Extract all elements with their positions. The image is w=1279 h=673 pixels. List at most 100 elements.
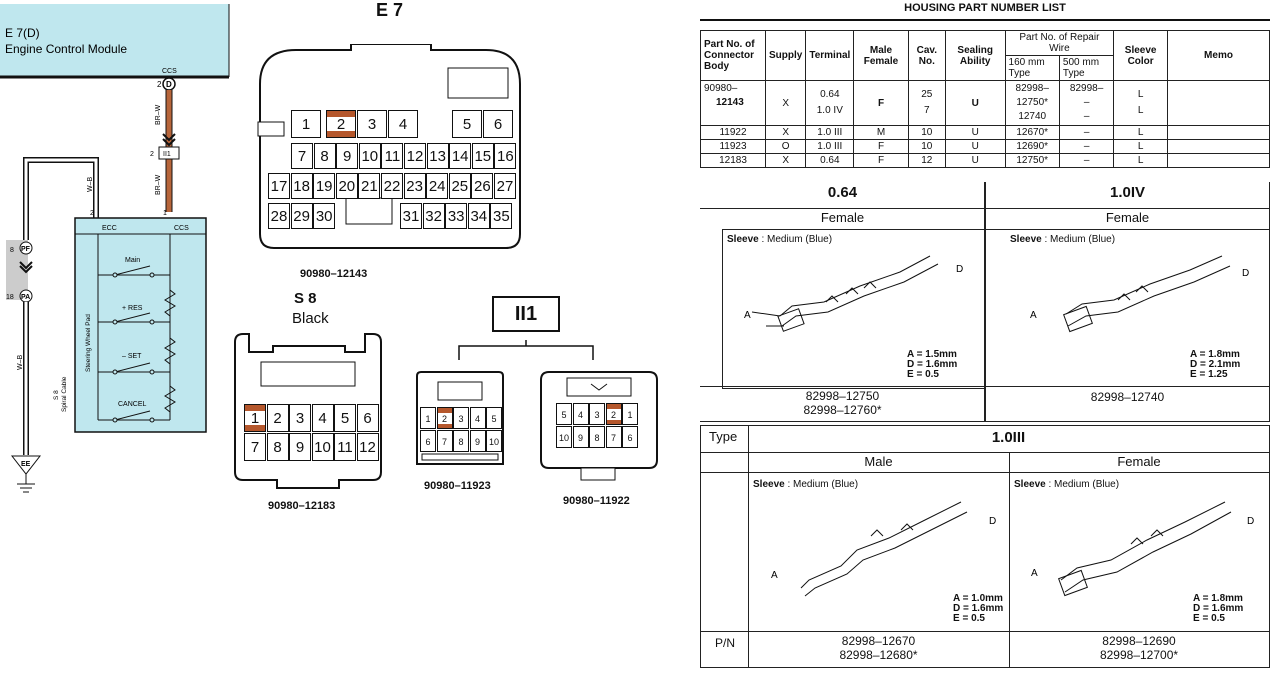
svg-text:D: D	[956, 264, 963, 275]
connector-pin: 4	[469, 407, 486, 429]
connector-pin: 9	[469, 430, 486, 452]
svg-text:18: 18	[6, 294, 14, 301]
connector-pin: 2	[436, 407, 453, 429]
connector-pin: 2	[326, 110, 356, 138]
connector-pin: 23	[403, 173, 426, 199]
connector-pin: 10	[311, 433, 334, 461]
svg-text:Spiral Cable: Spiral Cable	[61, 376, 68, 412]
e7-title: E 7	[376, 0, 404, 20]
svg-text:ECC: ECC	[102, 225, 117, 232]
connector-pin: 17	[268, 173, 290, 199]
connector-pin: 27	[494, 173, 516, 199]
connector-pin: 26	[471, 173, 494, 199]
terminal-10iii-female-drawing: A D	[1031, 501, 1254, 597]
svg-text:D: D	[166, 80, 172, 89]
connector-pin: 4	[388, 110, 418, 138]
ecm-box	[0, 4, 229, 77]
connector-pin: 14	[449, 143, 472, 169]
ii1-right-part-number: 90980–11922	[563, 495, 630, 507]
connector-pin: 5	[452, 110, 482, 138]
connector-pin: 4	[572, 403, 589, 425]
connector-pin: 35	[490, 203, 513, 229]
connector-pin: 13	[426, 143, 449, 169]
connector-pin: 9	[336, 143, 359, 169]
ii1-left-part-number: 90980–11923	[424, 480, 491, 492]
svg-text:W–B: W–B	[87, 177, 94, 193]
spiral-cable-marker	[6, 240, 28, 300]
connector-pin: 1	[420, 407, 436, 429]
connector-pin: 11	[381, 143, 404, 169]
steering-pad-box	[74, 217, 207, 433]
ii1-connector	[158, 146, 180, 160]
connector-pin: 19	[313, 173, 336, 199]
connector-pin: 30	[313, 203, 336, 229]
svg-text:CANCEL: CANCEL	[118, 401, 147, 408]
connector-pin: 5	[556, 403, 572, 425]
svg-text:Steering Wheel Pad: Steering Wheel Pad	[85, 314, 92, 372]
connector-pin: 8	[453, 430, 469, 452]
svg-text:W–B: W–B	[17, 355, 24, 371]
connector-pin: 12	[356, 433, 379, 461]
terminal-10iv-panel: 1.0IV Female Sleeve : Medium (Blue) A D …	[985, 182, 1270, 422]
connector-pin: 8	[589, 426, 605, 448]
svg-text:D: D	[1247, 516, 1254, 527]
svg-text:S 8: S 8	[53, 390, 60, 400]
svg-text:Main: Main	[125, 257, 140, 264]
svg-text:BR–W: BR–W	[155, 174, 162, 195]
connector-pin: 24	[426, 173, 449, 199]
svg-text:A: A	[1030, 310, 1037, 321]
connector-pin: 7	[291, 143, 313, 169]
connector-pin: 2	[266, 404, 289, 432]
connector-pin: 34	[467, 203, 490, 229]
connector-pin: 11	[334, 433, 356, 461]
s8-part-number: 90980–12183	[268, 500, 336, 512]
connector-pin: 16	[494, 143, 517, 169]
connector-pin: 4	[311, 404, 334, 432]
connector-pin: 8	[313, 143, 336, 169]
s8-color: Black	[292, 310, 329, 327]
ii1-title: II1	[492, 296, 560, 332]
svg-text:A: A	[1031, 568, 1038, 579]
svg-text:– SET: – SET	[122, 353, 142, 360]
svg-text:+ RES: + RES	[122, 305, 143, 312]
svg-text:1: 1	[163, 210, 167, 217]
connector-pin: 3	[357, 110, 387, 138]
connector-pin: 7	[244, 433, 266, 461]
connector-pin: 3	[589, 403, 605, 425]
connector-pin: 29	[290, 203, 313, 229]
connector-pin: 28	[268, 203, 290, 229]
connector-pin: 18	[290, 173, 313, 199]
connector-pin: 1	[291, 110, 321, 138]
connector-pin: 10	[358, 143, 381, 169]
e7-part-number: 90980–12143	[300, 268, 368, 280]
housing-table: Part No. of Connector Body Supply Termin…	[700, 30, 1270, 168]
connector-pin: 1	[622, 403, 638, 425]
connector-pin: 8	[266, 433, 289, 461]
connector-pin: 7	[605, 426, 622, 448]
ecm-ref: E 7(D)	[5, 26, 40, 40]
connector-pin: 10	[556, 426, 572, 448]
terminal-10iv-drawing: A D	[1030, 255, 1249, 333]
connector-pin: 31	[400, 203, 422, 229]
svg-text:D: D	[989, 516, 996, 527]
svg-text:A: A	[744, 310, 751, 321]
connector-pin: 33	[445, 203, 468, 229]
connector-pin: 20	[335, 173, 358, 199]
svg-text:2: 2	[157, 80, 162, 89]
connector-pin: 9	[289, 433, 311, 461]
connector-pin: 25	[448, 173, 471, 199]
connector-pin: 6	[356, 404, 379, 432]
svg-text:BR–W: BR–W	[155, 104, 162, 125]
connector-pin: 6	[420, 430, 436, 452]
chevron-connector-icon	[162, 133, 176, 147]
connector-pin: 12	[404, 143, 426, 169]
ground-ee-icon	[10, 455, 42, 475]
connector-pin: 10	[486, 430, 502, 452]
svg-text:D: D	[1242, 268, 1249, 279]
chevron-connector-icon	[19, 261, 33, 274]
wiring-diagram: E 7(D) Engine Control Module CCS 2 D BR–…	[0, 4, 230, 493]
